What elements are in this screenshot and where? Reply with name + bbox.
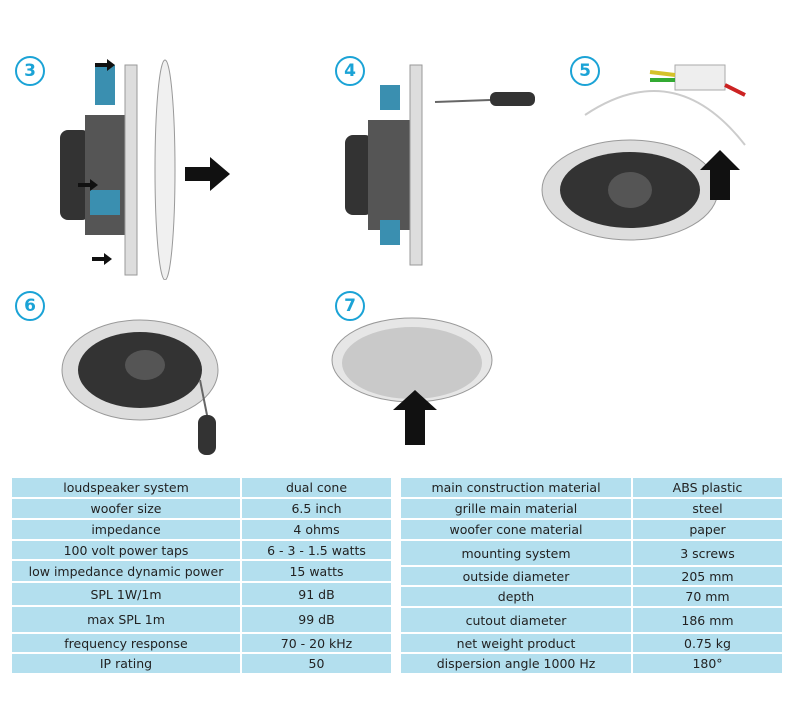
spec-value: 70 - 20 kHz	[240, 632, 393, 654]
spec-value: 15 watts	[240, 559, 393, 583]
spec-label: low impedance dynamic power	[10, 559, 242, 583]
step-badge-4: 4	[335, 56, 365, 86]
step-3-illustration	[60, 59, 230, 280]
spec-label: SPL 1W/1m	[10, 581, 242, 607]
spec-value: 0.75 kg	[631, 632, 784, 654]
spec-label: 100 volt power taps	[10, 539, 242, 561]
spec-value: dual cone	[240, 476, 393, 499]
spec-label: woofer cone material	[399, 518, 633, 541]
spec-value: 6.5 inch	[240, 497, 393, 520]
spec-value: steel	[631, 497, 784, 520]
spec-label: max SPL 1m	[10, 605, 242, 634]
spec-value: 3 screws	[631, 539, 784, 567]
spec-label: loudspeaker system	[10, 476, 242, 499]
step-badge-7: 7	[335, 291, 365, 321]
spec-label: outside diameter	[399, 565, 633, 587]
step-badge-6: 6	[15, 291, 45, 321]
spec-label: cutout diameter	[399, 606, 633, 634]
spec-label: depth	[399, 585, 633, 608]
step-5-illustration	[541, 64, 746, 241]
spec-value: 205 mm	[631, 565, 784, 587]
step-7-illustration	[331, 317, 493, 445]
spec-value: 91 dB	[240, 581, 393, 607]
spec-label: net weight product	[399, 632, 633, 654]
spec-label: woofer size	[10, 497, 242, 520]
spec-label: IP rating	[10, 652, 242, 675]
step-badge-5: 5	[570, 56, 600, 86]
spec-label: grille main material	[399, 497, 633, 520]
spec-value: 180°	[631, 652, 784, 675]
spec-label: dispersion angle 1000 Hz	[399, 652, 633, 675]
spec-label: main construction material	[399, 476, 633, 499]
spec-label: frequency response	[10, 632, 242, 654]
spec-value: 99 dB	[240, 605, 393, 634]
spec-value: 4 ohms	[240, 518, 393, 541]
step-6-illustration	[61, 319, 219, 455]
spec-value: ABS plastic	[631, 476, 784, 499]
step-4-illustration	[345, 64, 535, 266]
spec-value: 186 mm	[631, 606, 784, 634]
spec-label: impedance	[10, 518, 242, 541]
spec-value: paper	[631, 518, 784, 541]
spec-label: mounting system	[399, 539, 633, 567]
spec-value: 6 - 3 - 1.5 watts	[240, 539, 393, 561]
spec-value: 70 mm	[631, 585, 784, 608]
step-badge-3: 3	[15, 56, 45, 86]
spec-value: 50	[240, 652, 393, 675]
